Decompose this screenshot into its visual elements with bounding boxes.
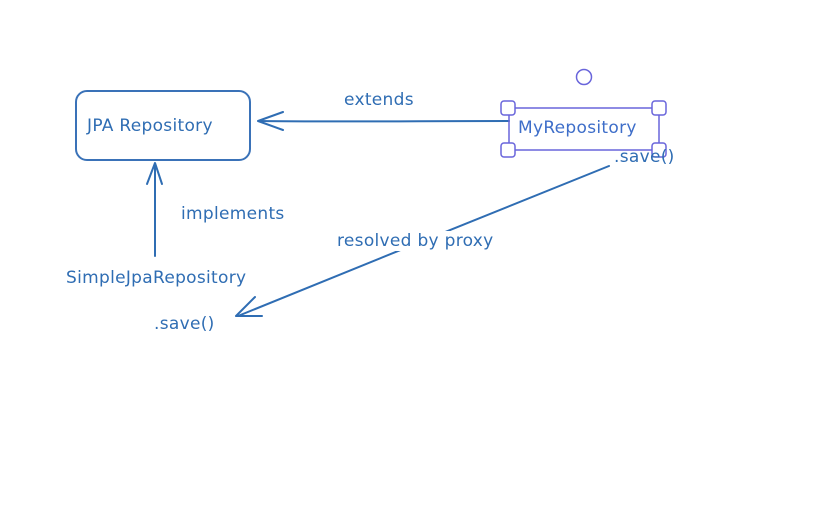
extends-arrow[interactable] xyxy=(257,111,510,131)
jpa-repository-label: JPA Repository xyxy=(87,116,213,136)
extends-label: extends xyxy=(344,90,414,110)
resize-handle-top-left xyxy=(500,100,516,116)
my-repository-label[interactable]: MyRepository xyxy=(518,118,637,138)
simple-jpa-repository-save-label[interactable]: .save() xyxy=(154,314,215,334)
selection-frame xyxy=(508,107,660,151)
resolved-by-proxy-label: resolved by proxy xyxy=(334,231,497,251)
simple-jpa-repository-label[interactable]: SimpleJpaRepository xyxy=(66,268,247,288)
selection-box[interactable] xyxy=(500,68,667,158)
resize-handle-bottom-left xyxy=(500,142,516,158)
implements-label: implements xyxy=(181,204,285,224)
rotate-handle xyxy=(575,68,593,86)
resize-handle-bottom-right xyxy=(651,142,667,158)
my-repository-save-label[interactable]: .save() xyxy=(614,147,675,167)
jpa-repository-box[interactable] xyxy=(75,90,251,161)
resize-handle-top-right xyxy=(651,100,667,116)
implements-arrow[interactable] xyxy=(146,162,163,257)
